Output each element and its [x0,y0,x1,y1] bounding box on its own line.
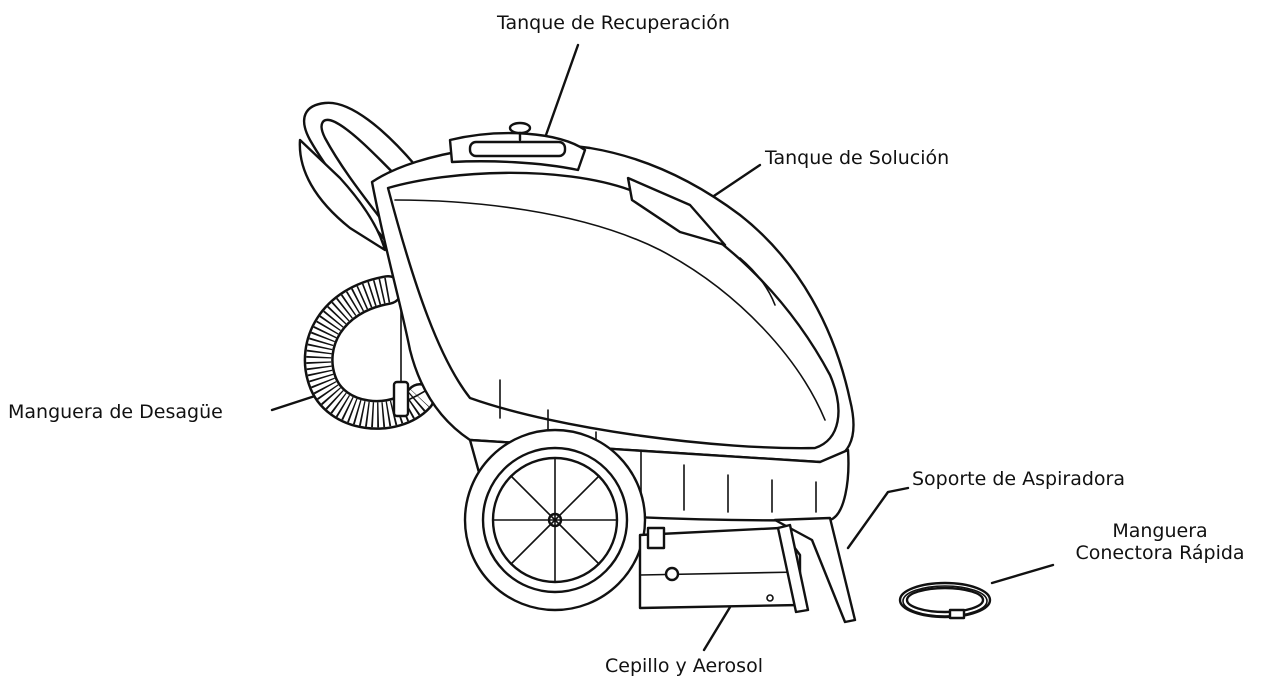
label-quick-hose-line2: Conectora Rápida [1075,542,1245,564]
label-drain-hose: Manguera de Desagüe [8,401,223,423]
recovery-tank-lid [448,121,587,172]
label-solution-tank: Tanque de Solución [765,147,950,169]
label-recovery-tank: Tanque de Recuperación [497,12,730,34]
vacuum-stand [773,516,857,624]
label-quick-hose: Manguera Conectora Rápida [1060,520,1260,564]
label-vacuum-stand: Soporte de Aspiradora [912,468,1125,490]
quick-connect-hose [898,581,992,620]
leader-vacuum-stand [846,486,910,550]
label-quick-hose-line1: Manguera [1112,520,1208,542]
label-brush-spray: Cepillo y Aerosol [605,655,763,677]
leader-drain-hose [270,393,320,412]
leader-recovery-tank [544,43,580,137]
solution-tank-window [626,176,776,306]
drain-hose [303,275,456,430]
leader-quick-hose [990,563,1055,585]
wheel [463,428,647,612]
brush-spray-unit [638,526,802,610]
